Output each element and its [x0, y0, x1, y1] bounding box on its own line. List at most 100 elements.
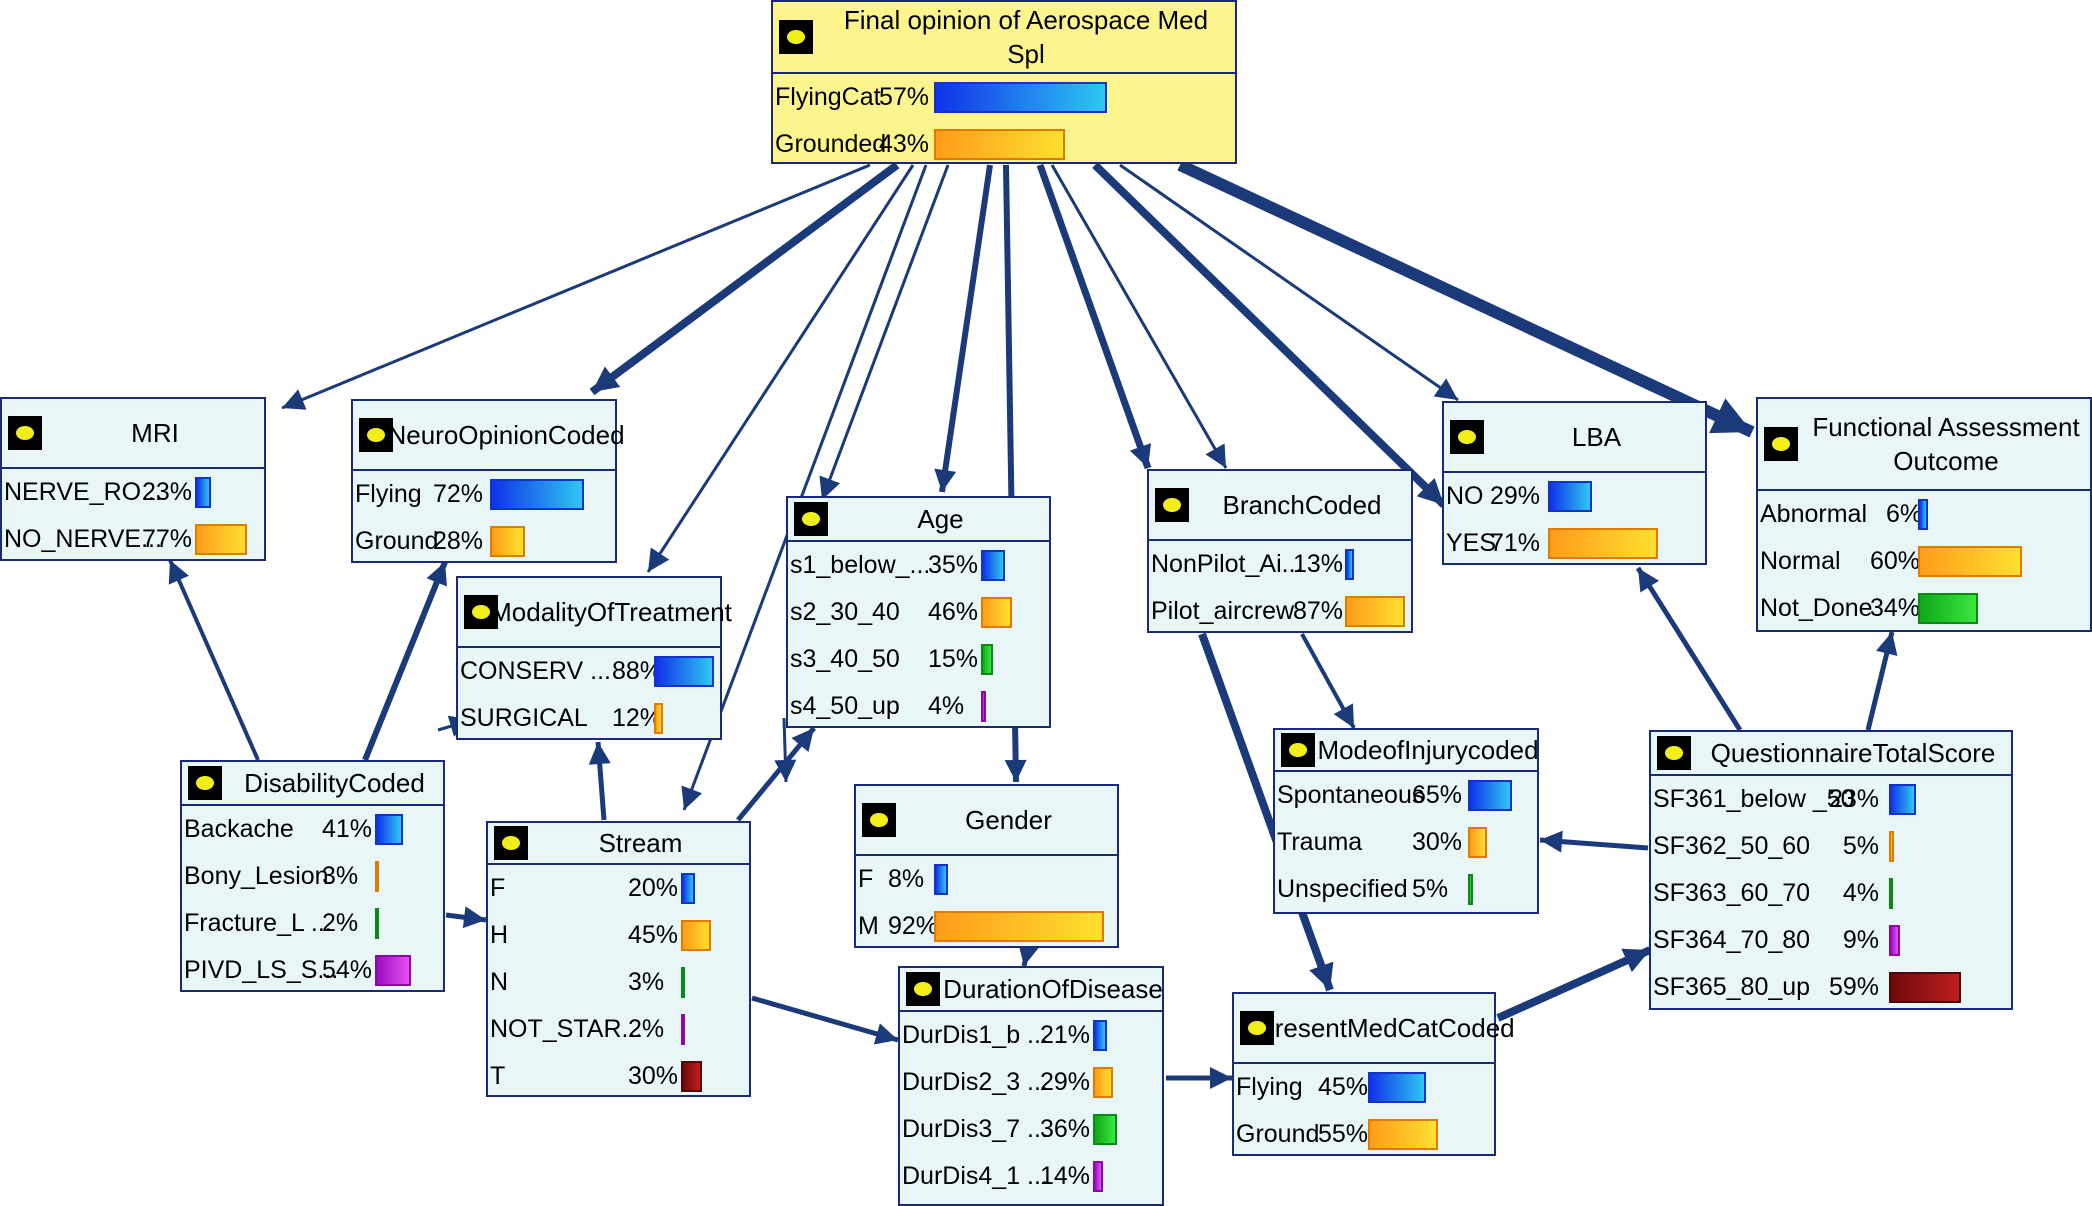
state-row[interactable]: NERVE_RO... 23% [2, 469, 264, 516]
state-row[interactable]: DurDis1_b ... 21% [900, 1012, 1162, 1059]
state-percent: 5% [1842, 832, 1879, 860]
node-neuro-opinion[interactable]: NeuroOpinionCoded Flying 72% Ground 28% [351, 399, 625, 565]
state-label: Grounded [775, 130, 887, 158]
state-row[interactable]: NO 29% [1444, 473, 1705, 520]
node-title: ModeofInjurycoded [1317, 735, 1539, 765]
state-percent: 72% [433, 480, 484, 508]
state-row[interactable]: SF363_60_70 4% [1651, 870, 2011, 917]
state-row[interactable]: NonPilot_Ai... 13% [1149, 541, 1411, 588]
state-percent: 29% [1490, 482, 1541, 510]
state-label: T [490, 1062, 506, 1090]
state-row[interactable]: Grounded 43% [773, 121, 1235, 168]
probability-bar [195, 524, 247, 555]
state-row[interactable]: Flying 45% [1234, 1064, 1494, 1111]
state-row[interactable]: s1_below_... 35% [788, 542, 1049, 589]
edge-arrowhead [934, 468, 957, 492]
state-row[interactable]: F 20% [488, 865, 749, 912]
edge-final-to-lba [1119, 163, 1459, 402]
state-row[interactable]: Unspecified 5% [1275, 866, 1537, 913]
probability-bar [375, 908, 379, 939]
state-row[interactable]: DurDis4_1 ... 14% [900, 1153, 1162, 1200]
state-label: M [858, 912, 879, 940]
state-row[interactable]: SF362_50_60 5% [1651, 823, 2011, 870]
node-status-icon [1657, 736, 1691, 770]
node-functional-assessment[interactable]: Functional Assessment Outcome Abnormal 6… [1756, 397, 2092, 632]
state-row[interactable]: F 8% [856, 856, 1117, 903]
state-percent: 4% [928, 692, 965, 720]
state-row[interactable]: NOT_STAR... 2% [488, 1006, 749, 1053]
node-mode-of-injury[interactable]: ModeofInjurycoded Spontaneous 65% Trauma… [1273, 728, 1539, 914]
state-label: Fracture_L ... [184, 909, 332, 937]
node-questionnaire-total-score[interactable]: QuestionnaireTotalScore SF361_below _50 … [1649, 730, 2013, 1010]
probability-bar [681, 873, 695, 904]
state-percent: 29% [1040, 1068, 1091, 1096]
state-row[interactable]: T 30% [488, 1053, 749, 1100]
state-percent: 77% [142, 525, 193, 553]
node-modality-of-treatment[interactable]: ModalityOfTreatment CONSERV ... 88% SURG… [456, 576, 732, 742]
state-row[interactable]: SF365_80_up 59% [1651, 964, 2011, 1011]
state-row[interactable]: SF364_70_80 9% [1651, 917, 2011, 964]
state-row[interactable]: Pilot_aircrew 87% [1149, 588, 1411, 635]
state-row[interactable]: DurDis3_7 ... 36% [900, 1106, 1162, 1153]
state-row[interactable]: N 3% [488, 959, 749, 1006]
edge-final-to-functional [1177, 159, 1755, 438]
state-row[interactable]: Trauma 30% [1275, 819, 1537, 866]
state-row[interactable]: Bony_Lesion 3% [182, 853, 443, 900]
state-row[interactable]: FlyingCat 57% [773, 74, 1235, 121]
state-row[interactable]: Flying 72% [353, 471, 615, 518]
state-row[interactable]: Normal 60% [1758, 538, 2090, 585]
node-present-med-cat-coded[interactable]: PresentMedCatCoded Flying 45% Ground 55% [1232, 992, 1515, 1158]
probability-bar [1548, 481, 1592, 512]
state-row[interactable]: Backache 41% [182, 806, 443, 853]
node-stream[interactable]: Stream F 20% H 45% N 3% NOT_STAR... 2% T… [486, 821, 751, 1097]
state-row[interactable]: SF361_below _50 23% [1651, 776, 2011, 823]
state-label: Flying [355, 480, 422, 508]
state-label: NonPilot_Ai... [1151, 550, 1303, 578]
probability-bar [981, 691, 986, 722]
edge-disability-to-mri [168, 559, 260, 761]
state-row[interactable]: Abnormal 6% [1758, 491, 2090, 538]
state-label: F [490, 874, 506, 902]
state-label: Not_Done [1760, 594, 1873, 622]
state-row[interactable]: NO_NERVE... 77% [2, 516, 264, 563]
edge-arrowhead [588, 742, 611, 765]
probability-bar [981, 644, 993, 675]
state-label: DurDis3_7 ... [902, 1115, 1048, 1143]
node-duration-of-disease[interactable]: DurationOfDisease DurDis1_b ... 21% DurD… [898, 966, 1164, 1206]
state-row[interactable]: Ground 28% [353, 518, 615, 565]
node-final-opinion[interactable]: Final opinion of Aerospace Med Spl Flyin… [771, 0, 1237, 164]
state-row[interactable]: YES 71% [1444, 520, 1705, 567]
state-row[interactable]: H 45% [488, 912, 749, 959]
state-row[interactable]: CONSERV ... 88% [458, 648, 720, 695]
state-label: YES [1446, 529, 1497, 557]
state-row[interactable]: Fracture_L ... 2% [182, 900, 443, 947]
node-disability-coded[interactable]: DisabilityCoded Backache 41% Bony_Lesion… [180, 760, 445, 992]
state-row[interactable]: PIVD_LS_S... 54% [182, 947, 443, 994]
edge-arrowhead [681, 785, 703, 810]
state-row[interactable]: DurDis2_3 ... 29% [900, 1059, 1162, 1106]
node-title: QuestionnaireTotalScore [1710, 738, 1996, 768]
node-age[interactable]: Age s1_below_... 35% s2_30_40 46% s3_40_… [786, 496, 1051, 728]
state-percent: 41% [322, 815, 373, 843]
node-mri[interactable]: MRI NERVE_RO... 23% NO_NERVE... 77% [0, 397, 266, 561]
node-lba[interactable]: LBA NO 29% YES 71% [1442, 401, 1707, 565]
node-title: BranchCoded [1222, 490, 1382, 520]
node-gender[interactable]: Gender F 8% M 92% [854, 784, 1119, 948]
state-row[interactable]: Spontaneous 65% [1275, 772, 1537, 819]
state-row[interactable]: Not_Done 34% [1758, 585, 2090, 632]
state-row[interactable]: Ground 55% [1234, 1111, 1494, 1158]
state-percent: 45% [1318, 1073, 1369, 1101]
state-row[interactable]: SURGICAL 12% [458, 695, 720, 742]
node-status-icon [8, 416, 42, 450]
node-branch-coded[interactable]: BranchCoded NonPilot_Ai... 13% Pilot_air… [1147, 469, 1413, 633]
state-row[interactable]: s3_40_50 15% [788, 636, 1049, 683]
state-percent: 71% [1490, 529, 1541, 557]
state-row[interactable]: s2_30_40 46% [788, 589, 1049, 636]
node-status-icon [464, 595, 498, 629]
state-row[interactable]: M 92% [856, 903, 1117, 950]
node-status-icon [188, 766, 222, 800]
state-row[interactable]: s4_50_up 4% [788, 683, 1049, 730]
edge-arrowhead [1018, 942, 1040, 966]
state-label: FlyingCat [775, 83, 881, 111]
edge-final-to-age [939, 164, 993, 493]
